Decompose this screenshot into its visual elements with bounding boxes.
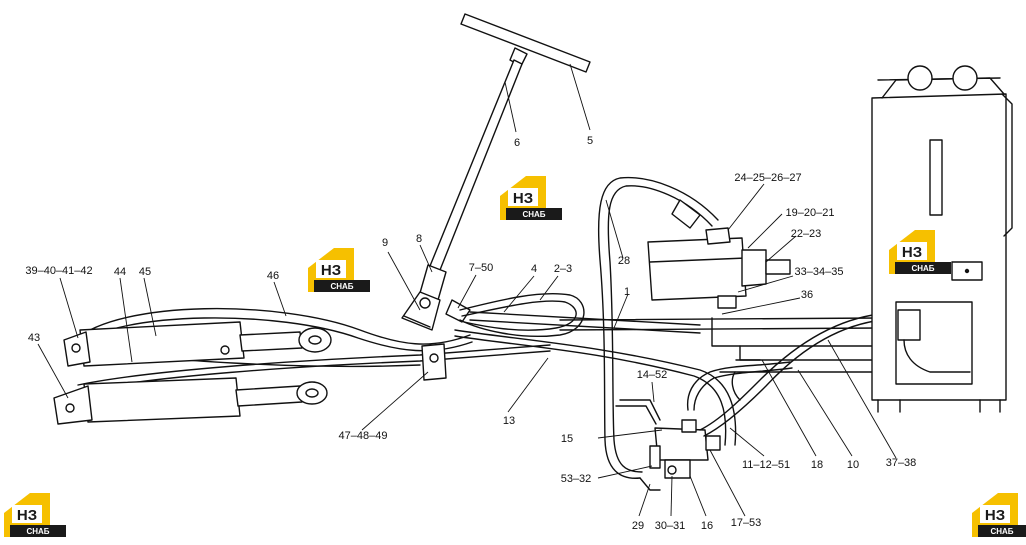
logo-watermark-2: НЗ СНАБ [308,248,370,292]
callout-14-52: 14–52 [637,369,668,381]
callout-8: 8 [416,233,422,245]
callout-11-12-51: 11–12–51 [742,459,790,471]
hydraulic-tank [871,65,1013,413]
upper-steering-cylinder [63,321,332,367]
logo-bottom-text: СНАБ [990,527,1013,536]
priority-valve [615,313,883,491]
steering-unit [419,297,471,323]
callout-15: 15 [561,433,573,445]
callout-9: 9 [382,237,388,249]
callout-labels: 5 6 8 9 7–50 4 2–3 1 28 24–25–26–27 19–2… [25,135,916,532]
logo-top-text: НЗ [17,507,37,524]
callout-37-38: 37–38 [886,457,917,469]
callout-10: 10 [847,459,859,471]
callout-47-48-49: 47–48–49 [339,430,388,442]
steering-pump [647,227,791,309]
callout-36: 36 [801,289,813,301]
pump-hose [597,176,719,479]
logo-bottom-text: СНАБ [911,264,934,273]
callout-22-23: 22–23 [791,228,822,240]
logo-bottom-text: СНАБ [522,210,545,219]
callout-2-3: 2–3 [554,263,572,275]
callout-29: 29 [632,520,644,532]
frame-rails [559,317,881,401]
leader-lines [37,63,897,517]
callout-30-31: 30–31 [655,520,686,532]
callout-17-53: 17–53 [731,517,762,529]
steering-wheel [401,13,591,331]
callout-5: 5 [587,135,593,147]
callout-46: 46 [267,270,279,282]
logo-top-text: НЗ [902,244,922,261]
callout-1: 1 [624,286,630,298]
logo-watermark-4: НЗ СНАБ [4,493,66,537]
callout-45: 45 [139,266,151,278]
logo-watermark-5: НЗ СНАБ [972,493,1026,537]
callout-4: 4 [531,263,537,275]
logo-watermark-3: НЗ СНАБ [889,230,951,274]
callout-43: 43 [28,332,40,344]
callout-33-34-35: 33–34–35 [795,266,844,278]
callout-19-20-21: 19–20–21 [786,207,835,219]
callout-44: 44 [114,266,126,278]
logo-top-text: НЗ [985,507,1005,524]
callout-39-40-41-42: 39–40–41–42 [25,265,92,277]
callout-7-50: 7–50 [469,262,493,274]
callout-53-32: 53–32 [561,473,592,485]
drawing [53,13,1013,491]
lower-steering-cylinder [53,377,328,425]
logo-bottom-text: СНАБ [330,282,353,291]
logo-bottom-text: СНАБ [26,527,49,536]
callout-28: 28 [618,255,630,267]
callout-13: 13 [503,415,515,427]
logo-top-text: НЗ [513,190,533,207]
callout-16: 16 [701,520,713,532]
logo-watermark-1: НЗ СНАБ [500,176,562,220]
logo-top-text: НЗ [321,262,341,279]
callout-24-25-26-27: 24–25–26–27 [734,172,801,184]
callout-18: 18 [811,459,823,471]
clamp-bolt [429,353,439,363]
callout-6: 6 [514,137,520,149]
